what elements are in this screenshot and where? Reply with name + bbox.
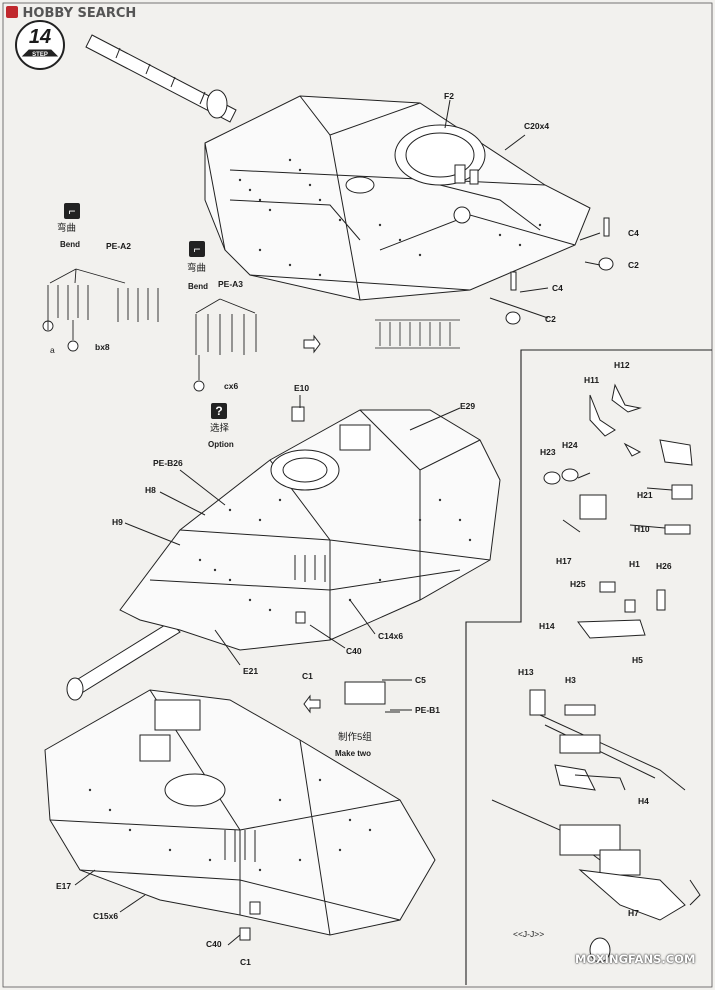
label-e17: E17 xyxy=(56,881,72,891)
label-h7: H7 xyxy=(628,908,639,918)
label-pe-b26: PE-B26 xyxy=(153,458,183,468)
detail-parts xyxy=(491,383,701,963)
bend-a2-en: Bend xyxy=(60,240,80,249)
label-pe-a2: PE-A2 xyxy=(106,241,132,251)
bend-a3-cn: 弯曲 xyxy=(187,263,207,274)
label-pe-a3: PE-A3 xyxy=(218,279,244,289)
label-h13: H13 xyxy=(518,667,534,677)
label-c14x6: C14x6 xyxy=(378,631,404,641)
label-pe-b1: PE-B1 xyxy=(415,705,441,715)
label-e10: E10 xyxy=(294,383,310,393)
label-c4-a: C4 xyxy=(628,228,639,238)
label-h1: H1 xyxy=(629,559,640,569)
label-h21: H21 xyxy=(637,490,653,500)
label-h11: H11 xyxy=(584,375,600,385)
arrow-left-1 xyxy=(303,694,321,714)
bend-a3-diagram xyxy=(193,298,257,392)
label-e29: E29 xyxy=(460,401,476,411)
label-c20x4: C20x4 xyxy=(524,121,550,131)
label-h23: H23 xyxy=(540,447,556,457)
label-h17: H17 xyxy=(556,556,572,566)
turret-top-drawing xyxy=(85,34,614,325)
label-e21: E21 xyxy=(243,666,259,676)
bend-icon: ⌐ xyxy=(64,203,80,219)
label-h4: H4 xyxy=(638,796,649,806)
option-cn: 选择 xyxy=(210,423,230,434)
label-bx8: bx8 xyxy=(95,342,110,352)
step-badge xyxy=(15,20,65,70)
make-cn: 制作5组 xyxy=(338,732,372,743)
step-number: 14 xyxy=(28,26,52,48)
label-h5: H5 xyxy=(632,655,643,665)
watermark-bottom: MOXINGFANS.COM xyxy=(575,952,696,966)
label-h25: H25 xyxy=(570,579,586,589)
label-c2-a: C2 xyxy=(628,260,639,270)
label-c5: C5 xyxy=(415,675,426,685)
label-c1-mid: C1 xyxy=(302,671,313,681)
arrow-right-1 xyxy=(303,334,321,354)
watermark-top: HOBBY SEARCH xyxy=(6,6,136,21)
label-a: a xyxy=(50,345,55,355)
label-h9: H9 xyxy=(112,517,123,527)
bend-a2-cn: 弯曲 xyxy=(57,223,77,234)
option-en: Option xyxy=(208,440,234,449)
watermark-brand: HOBBY SEARCH xyxy=(22,6,137,21)
bend-a2-diagram xyxy=(42,268,159,352)
label-c40-bottom: C40 xyxy=(206,939,222,949)
label-cx6: cx6 xyxy=(224,381,239,391)
label-c40-mid: C40 xyxy=(346,646,362,656)
bend-a3-en: Bend xyxy=(188,282,208,291)
label-f2: F2 xyxy=(444,91,454,101)
detail-panel-border xyxy=(465,349,712,985)
parts-rows xyxy=(375,319,460,349)
label-h3: H3 xyxy=(565,675,576,685)
label-h12: H12 xyxy=(614,360,630,370)
label-c2-b: C2 xyxy=(545,314,556,324)
label-h14: H14 xyxy=(539,621,555,631)
turret-middle-drawing xyxy=(66,395,501,713)
label-c1-bottom: C1 xyxy=(240,957,251,967)
turret-bottom-drawing xyxy=(44,689,436,946)
label-h10: H10 xyxy=(634,524,650,534)
step-label: STEP xyxy=(32,52,48,58)
label-c4-b: C4 xyxy=(552,283,563,293)
make-en: Make two xyxy=(335,749,372,758)
watermark-logo-icon xyxy=(6,6,18,18)
label-h8: H8 xyxy=(145,485,156,495)
label-jj: <<J-J>> xyxy=(513,929,545,939)
label-h24: H24 xyxy=(562,440,578,450)
option-icon: ? xyxy=(211,403,227,419)
label-c15x6: C15x6 xyxy=(93,911,119,921)
label-h26: H26 xyxy=(656,561,672,571)
bend-icon-2: ⌐ xyxy=(189,241,205,257)
